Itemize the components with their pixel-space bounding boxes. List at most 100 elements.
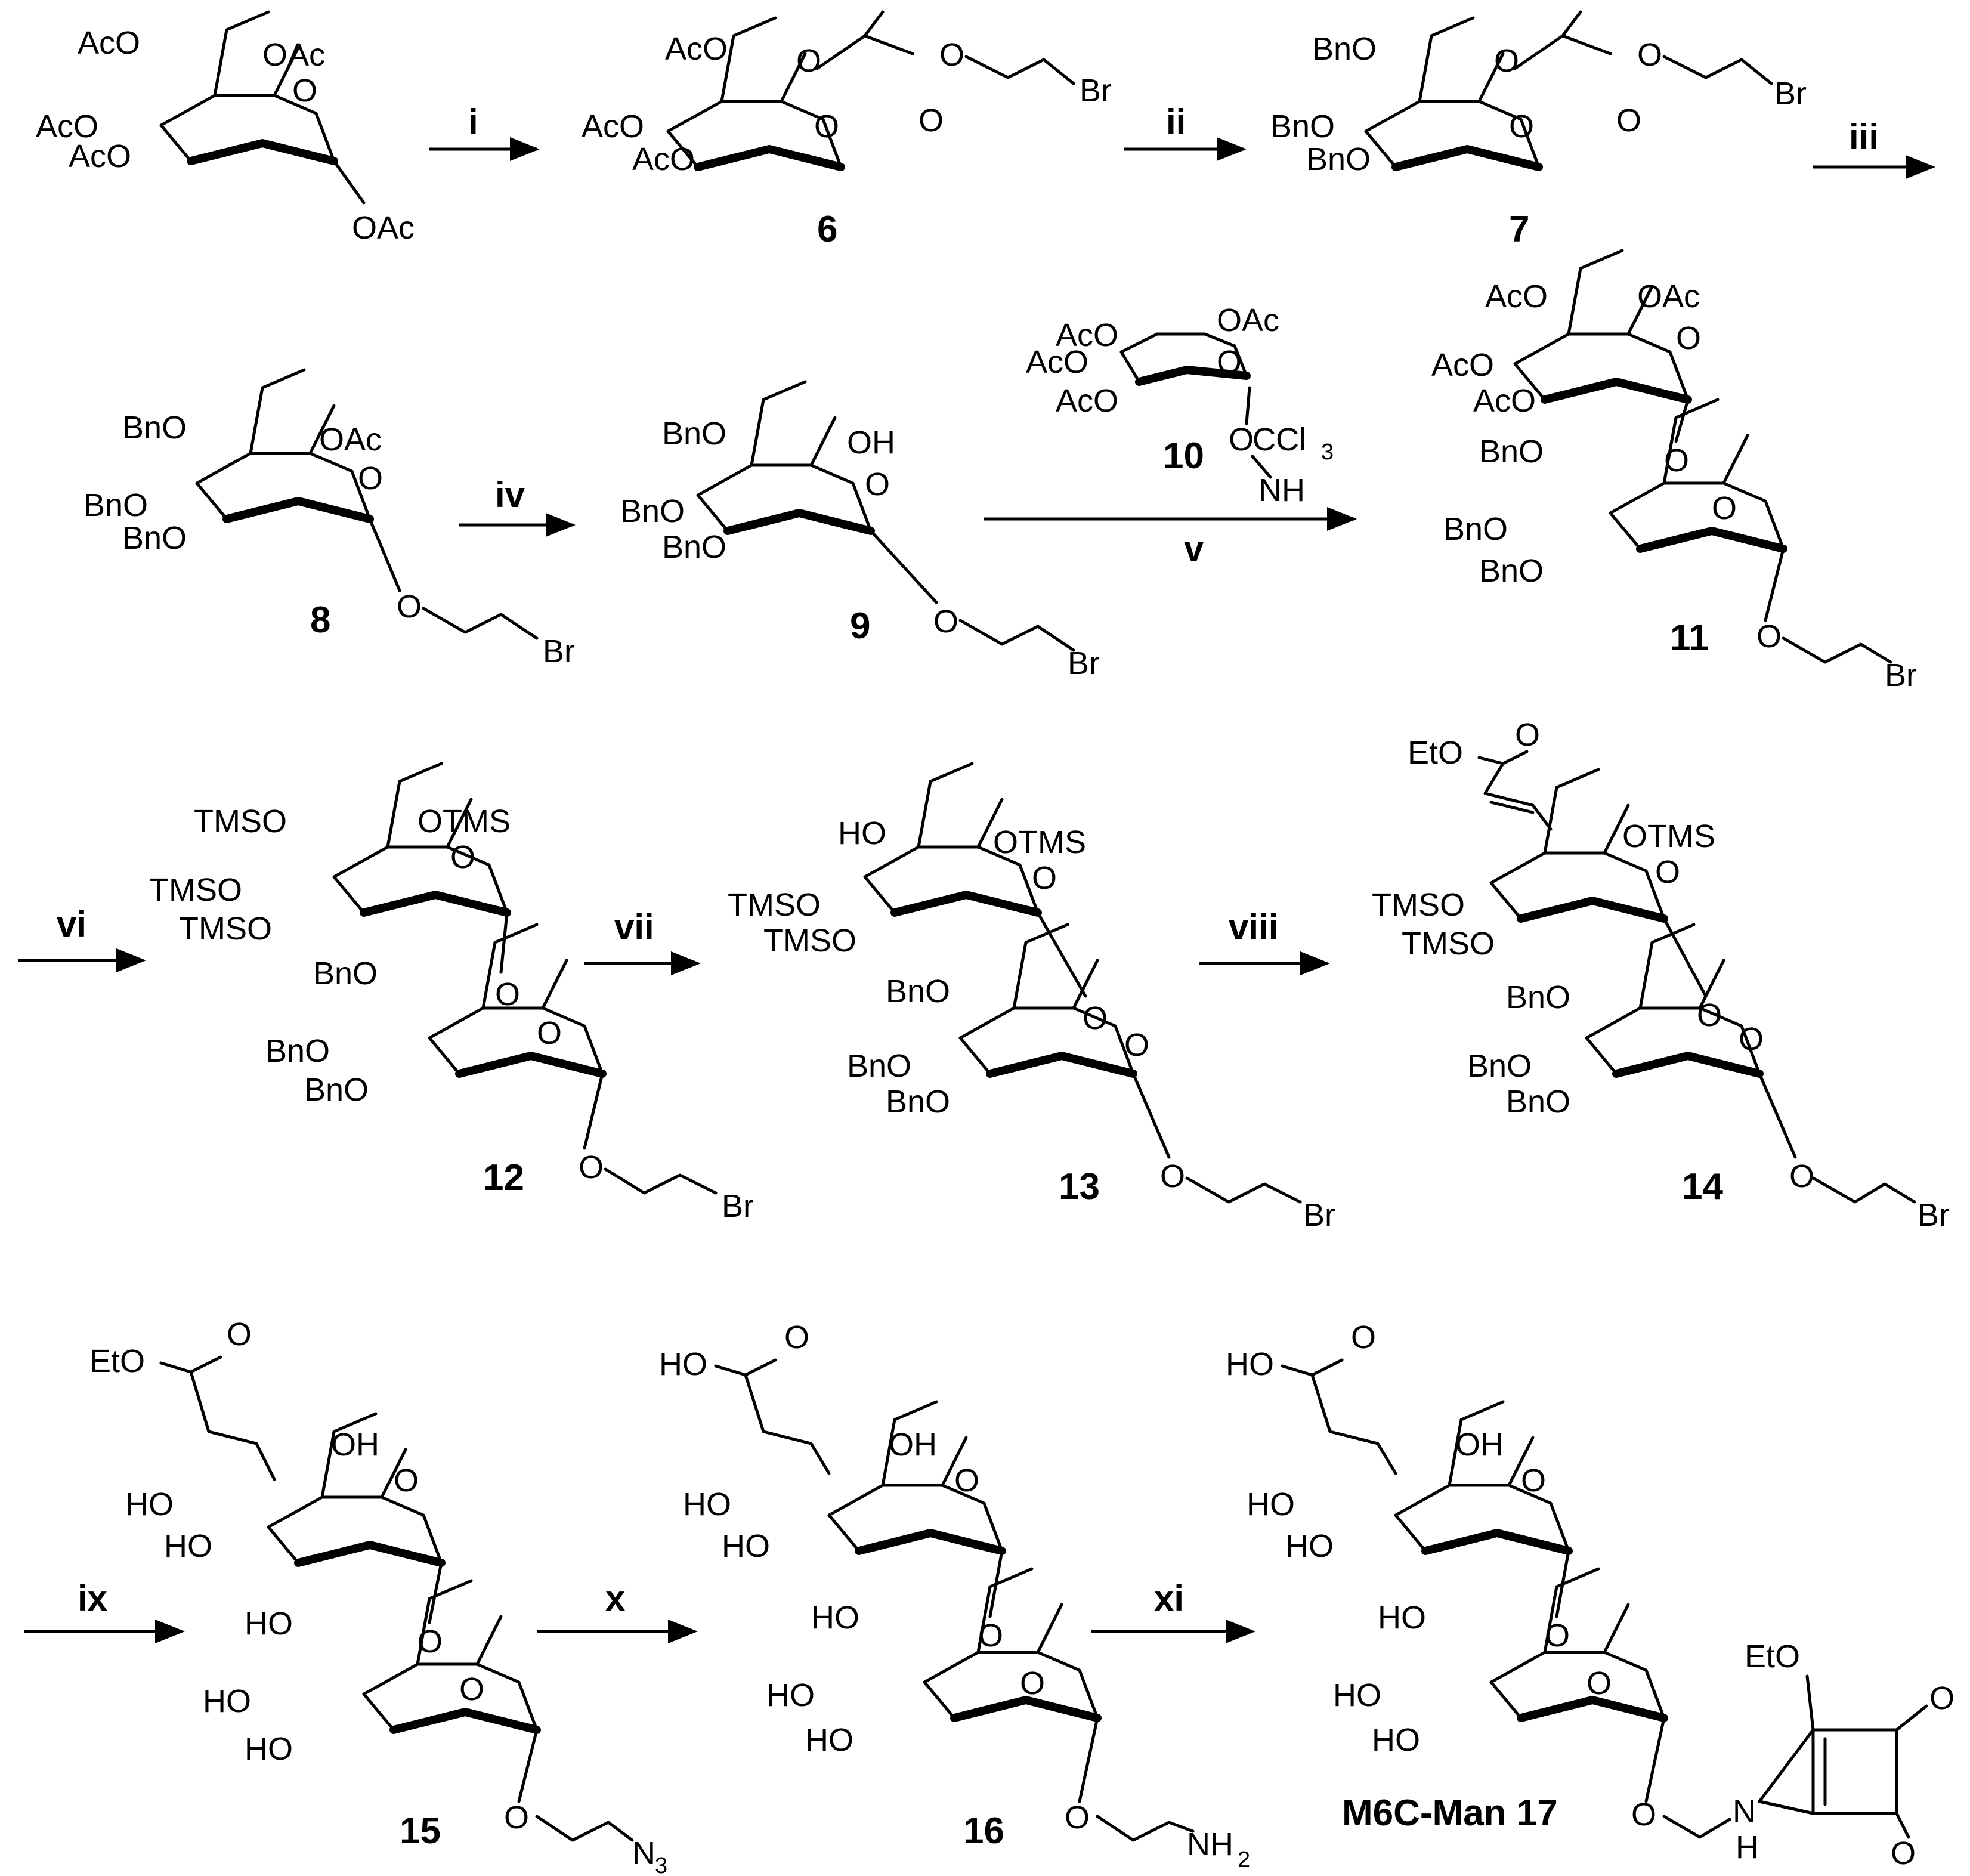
label-ring-o-bottom: O <box>1020 1665 1045 1701</box>
label-ring-o: O <box>1217 344 1242 380</box>
step-label-v: v <box>1184 529 1204 568</box>
label-ring-o-bottom: O <box>537 1015 562 1051</box>
compound-label-14: 14 <box>1682 1166 1723 1207</box>
label-subscript-3: 3 <box>655 1853 667 1876</box>
label-aco-4: AcO <box>582 109 644 144</box>
compound-label-12: 12 <box>483 1157 524 1198</box>
arrow-step-ii: ii <box>1124 102 1247 161</box>
label-o-carbonyl: O <box>227 1316 252 1352</box>
label-ho-3b: HO <box>1372 1722 1420 1758</box>
label-o-c: O <box>1509 109 1534 144</box>
label-ring-o-top: O <box>1521 1463 1546 1498</box>
arrow-step-x: x <box>537 1578 698 1643</box>
label-o-link: O <box>1545 1618 1570 1654</box>
step-label-ii: ii <box>1166 102 1186 142</box>
label-ho-3: HO <box>1285 1528 1334 1564</box>
label-ring-o-bottom: O <box>1739 1021 1764 1057</box>
label-ho-4: HO <box>683 1486 731 1522</box>
label-oac-2: OAc <box>1637 279 1700 314</box>
label-ho-3b: HO <box>245 1731 293 1767</box>
mannose-pentaacetate-structure: AcO OAc O AcO AcO OAc <box>36 12 415 246</box>
label-br: Br <box>1918 1197 1950 1233</box>
label-subscript-3: 3 <box>1321 440 1334 465</box>
label-oac-1: OAc <box>352 210 415 246</box>
compound-14-structure: EtO O OTMS O TMSO TMSO O BnO O BnO BnO O… <box>1372 717 1950 1233</box>
label-o-link: O <box>495 976 520 1012</box>
label-ho-4b: HO <box>766 1677 815 1713</box>
label-eto: EtO <box>89 1343 145 1379</box>
label-bno-6: BnO <box>1312 31 1377 67</box>
label-br: Br <box>1303 1197 1335 1233</box>
label-o-link: O <box>978 1618 1003 1654</box>
label-o-anomeric: O <box>1229 422 1254 458</box>
label-ho-4b: HO <box>1333 1677 1381 1713</box>
arrow-step-ix: ix <box>24 1578 185 1643</box>
step-label-iii: iii <box>1849 117 1879 157</box>
label-bno-3: BnO <box>662 529 726 565</box>
compound-15-structure: EtO O OH O HO HO O HO O HO HO O N 3 15 <box>89 1316 667 1876</box>
step-label-i: i <box>468 102 478 142</box>
compound-label-6: 6 <box>817 209 837 250</box>
step-label-xi: xi <box>1154 1578 1184 1618</box>
compound-label-10: 10 <box>1163 435 1204 477</box>
label-o-ketone-a: O <box>1929 1680 1954 1716</box>
label-ring-o: O <box>358 460 383 496</box>
compound-8-structure: BnO OAc O BnO BnO O Br 8 <box>83 370 575 669</box>
label-aco-3: AcO <box>1473 383 1536 419</box>
label-oh-2: OH <box>847 425 895 460</box>
label-br: Br <box>722 1188 754 1224</box>
label-bno-4: BnO <box>265 1033 330 1069</box>
label-o-c: O <box>814 109 839 144</box>
label-ring-o-bottom: O <box>459 1671 484 1707</box>
label-oac-2: OAc <box>319 422 382 458</box>
label-o-link: O <box>1664 443 1689 478</box>
label-tmso-3: TMSO <box>179 911 272 947</box>
compound-label-7: 7 <box>1509 209 1529 250</box>
label-h: H <box>1736 1829 1759 1865</box>
label-br: Br <box>1774 76 1807 112</box>
label-ring-o-top: O <box>1032 860 1057 896</box>
compound-17-structure: HO O OH O HO HO O HO O HO HO O N H EtO O… <box>1226 1319 1954 1871</box>
label-tmso-6: TMSO <box>194 803 287 839</box>
label-o-1: O <box>933 604 958 639</box>
label-bno-4: BnO <box>620 493 685 529</box>
label-ring-o: O <box>865 466 890 502</box>
label-otms-2: OTMS <box>993 824 1086 860</box>
label-ho-acid: HO <box>1226 1346 1274 1382</box>
label-o-b: O <box>939 37 964 73</box>
label-ho-6: HO <box>1378 1600 1426 1636</box>
label-aco-4: AcO <box>1431 347 1494 383</box>
compound-10-structure: AcO OAc O AcO AcO O CCl 3 NH 10 <box>1026 302 1334 508</box>
label-ho-4b: HO <box>203 1683 251 1719</box>
label-aco-3: AcO <box>1056 383 1118 419</box>
compound-7-structure: BnO O O Br O O BnO BnO 7 <box>1270 10 1807 250</box>
label-ho-6: HO <box>811 1600 859 1636</box>
label-ho-3: HO <box>164 1528 212 1564</box>
label-ho-3b: HO <box>805 1722 853 1758</box>
label-ring-o-top: O <box>450 839 475 875</box>
label-eto: EtO <box>1745 1639 1800 1674</box>
label-o-carbonyl: O <box>1515 717 1540 753</box>
label-aco-3: AcO <box>69 138 131 174</box>
label-o-link: O <box>1083 1000 1108 1036</box>
compound-label-9: 9 <box>850 605 870 647</box>
label-ccl: CCl <box>1252 422 1306 458</box>
label-aco-6: AcO <box>665 31 728 67</box>
label-otms-2: OTMS <box>417 803 511 839</box>
arrow-step-v: v <box>984 507 1357 568</box>
compound-label-13: 13 <box>1059 1166 1100 1207</box>
label-aco-3: AcO <box>632 141 695 177</box>
label-bno-6: BnO <box>1479 434 1544 469</box>
label-ho-4: HO <box>1247 1486 1295 1522</box>
label-nh: NH <box>1258 472 1305 508</box>
label-bno-6: BnO <box>886 973 950 1009</box>
label-aco-6: AcO <box>78 25 140 61</box>
label-bno-3: BnO <box>1506 1084 1570 1120</box>
arrow-step-iii: iii <box>1813 117 1935 179</box>
label-o-carbonyl: O <box>784 1319 809 1355</box>
compound-label-15: 15 <box>400 1810 441 1852</box>
compound-label-8: 8 <box>310 599 330 641</box>
label-bno-4: BnO <box>1443 511 1508 547</box>
label-ring-o-bottom: O <box>1586 1665 1612 1701</box>
